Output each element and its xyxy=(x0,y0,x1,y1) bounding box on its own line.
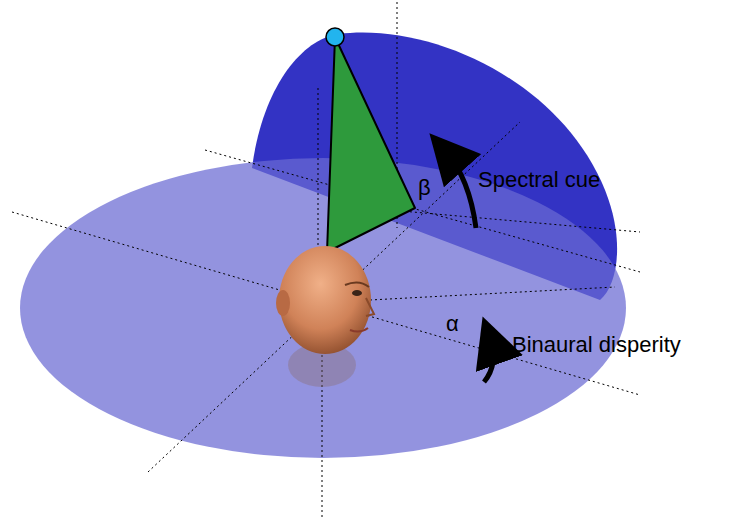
axis-lines xyxy=(12,2,640,520)
azimuth-arrow xyxy=(484,340,494,382)
elevation-triangle xyxy=(327,37,415,252)
cue-label: Spectral cue xyxy=(478,168,600,192)
head-figure xyxy=(276,246,374,387)
cue-label: Binaural disperity xyxy=(512,333,681,357)
horizontal-plane xyxy=(20,158,626,458)
elevation-arrow xyxy=(446,152,476,228)
angle-symbol: α xyxy=(446,312,459,336)
sound-source xyxy=(326,28,344,46)
angle-symbol: β xyxy=(418,176,431,200)
